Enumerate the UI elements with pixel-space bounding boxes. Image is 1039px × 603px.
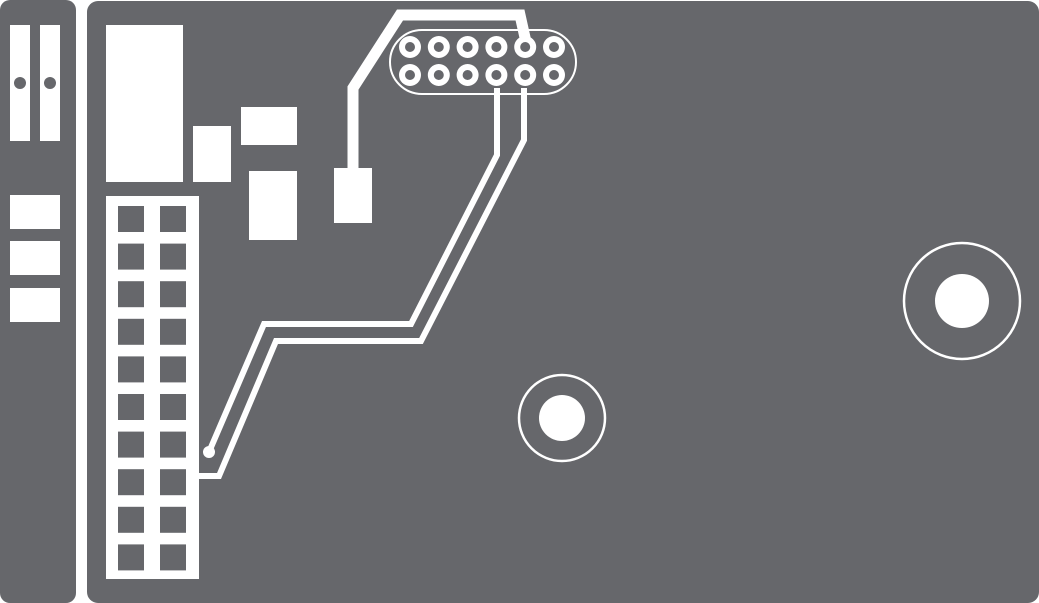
connector-pin (118, 243, 144, 270)
via (44, 77, 56, 89)
main-board (87, 1, 1039, 603)
trace (347, 9, 532, 170)
header-pin-hole (549, 42, 559, 52)
connector-pin (118, 206, 144, 232)
connector-pin (118, 544, 144, 571)
header-pin-hole (433, 42, 444, 52)
smd-pad (249, 171, 297, 240)
connector-pin (118, 281, 144, 308)
component-pads (106, 25, 372, 240)
mounting-hole-ring (902, 241, 1022, 361)
smd-pad (10, 195, 60, 229)
smd-pad (334, 168, 372, 223)
connector-pin (118, 318, 144, 345)
left-board-pads (10, 25, 60, 322)
connector-pin (160, 356, 186, 383)
smd-pad (10, 241, 60, 275)
header-pin-hole (491, 70, 502, 80)
mounting-hole (539, 395, 585, 441)
connector-pin (118, 506, 144, 533)
pin-header (389, 29, 577, 95)
header-pin-hole (491, 42, 502, 52)
connector-pin (160, 506, 186, 533)
connector-pin (160, 469, 186, 496)
header-pin-hole (462, 42, 473, 52)
pin-connector (106, 196, 199, 579)
header-pin-hole (405, 70, 415, 80)
mounting-hole-ring (517, 373, 607, 463)
connector-pin (118, 469, 144, 496)
connector-pin (160, 281, 186, 308)
connector-pin (160, 318, 186, 345)
header-outline (389, 29, 577, 95)
large-pad (106, 25, 183, 182)
connector-pin (160, 431, 186, 458)
connector-pin (160, 243, 186, 270)
smd-pad (241, 107, 297, 145)
via (14, 77, 26, 89)
via (203, 446, 215, 458)
connector-pin (118, 431, 144, 458)
connector-pin (118, 356, 144, 383)
trace (199, 88, 527, 479)
connector-pin (160, 394, 186, 420)
smd-pad (10, 288, 60, 322)
mounting-hole (935, 274, 989, 328)
header-pin-hole (520, 42, 531, 52)
header-pin-hole (405, 42, 415, 52)
smd-pad (193, 126, 231, 182)
trace (206, 88, 500, 454)
header-pin-hole (549, 70, 559, 80)
connector-pin (160, 544, 186, 571)
header-pin-hole (462, 70, 473, 80)
header-pin-hole (520, 70, 531, 80)
traces (199, 9, 532, 479)
connector-pin (160, 206, 186, 232)
header-pin-hole (433, 70, 444, 80)
mounting-holes (517, 241, 1022, 463)
connector-pin (118, 394, 144, 420)
